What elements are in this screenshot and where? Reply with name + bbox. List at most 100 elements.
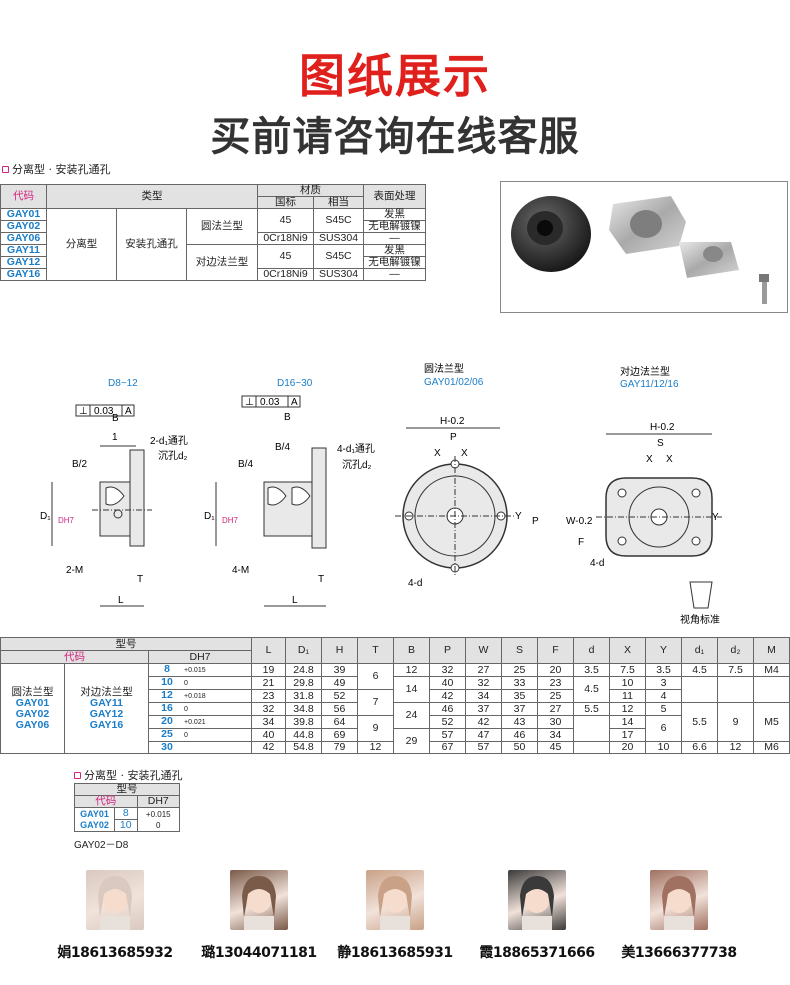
value-cell: 17: [609, 728, 646, 742]
value-cell: 5.5: [573, 702, 610, 716]
value-cell: [753, 676, 790, 703]
dim-label: 4-d: [408, 578, 422, 589]
drawing-d16-30: D16~30 ⊥ 0.03 A B B/4 4-d₁通孔 沉孔d₂ B/4 D₁…: [204, 378, 375, 607]
dh7-cell: 12+0.018: [148, 689, 252, 703]
header-equiv: 相当: [313, 196, 364, 209]
code-text: GAY11: [90, 696, 123, 709]
equiv-cell: SUS304: [313, 268, 364, 281]
dim-label: T: [318, 574, 324, 585]
square-marker-icon: [74, 771, 81, 779]
group-title: 圆法兰型: [11, 685, 54, 698]
dim-label: S: [657, 438, 664, 449]
section-label: 分离型 · 安装孔通孔: [2, 161, 111, 177]
steel-flange-part: [609, 196, 739, 278]
dim-label: B/4: [275, 442, 290, 453]
tolerance-value: 0.03: [94, 406, 114, 417]
tolerance-ref: A: [291, 397, 298, 408]
flange-round-cell: 圆法兰型: [186, 208, 258, 245]
dim-label: Y: [712, 512, 719, 523]
dim-label: B: [112, 413, 119, 424]
dim-label: D₁: [40, 511, 51, 522]
value-cell: 45: [537, 741, 574, 754]
product-photo: [500, 181, 788, 313]
code-text: GAY01: [80, 808, 109, 819]
value-cell: 11: [609, 689, 646, 703]
dim-label: T: [137, 574, 143, 585]
value-cell: 43: [501, 715, 538, 729]
value-cell: 35: [501, 689, 538, 703]
value-cell: [681, 676, 718, 703]
tol-text: +0.015: [145, 809, 171, 819]
value-cell: M6: [753, 741, 790, 754]
value-cell: 39.8: [285, 715, 322, 729]
value-cell: 4: [645, 689, 682, 703]
contact-phone: 璐13044071181: [201, 945, 317, 961]
value-cell: 39: [321, 663, 358, 677]
value-cell: 40: [429, 676, 466, 690]
dh7-value: 10: [161, 676, 173, 688]
header-col: d: [573, 637, 610, 664]
dh7-value: 8: [164, 663, 170, 675]
code-text: GAY02: [15, 707, 50, 720]
dim-label: 4-d: [590, 558, 604, 569]
header-col: B: [393, 637, 430, 664]
surface-cell: —: [363, 268, 426, 281]
tolerance-text: +0.021: [184, 719, 206, 726]
header-col: H: [321, 637, 358, 664]
value-cell: 5.5: [681, 702, 718, 742]
drawing-square-flange: 对边法兰型 GAY11/12/16 H-0.2 S X X Y W-0.2 F …: [566, 365, 722, 626]
code-text: GAY16: [89, 718, 124, 731]
dim-label: H-0.2: [440, 416, 465, 427]
surface-cell: 发黑: [363, 208, 426, 221]
page-subtitle: 买前请咨询在线客服: [210, 114, 580, 160]
square-marker-icon: [2, 165, 9, 173]
value-cell: 27: [465, 663, 502, 677]
code-cell: GAY02: [0, 220, 47, 233]
value-cell: 3.5: [573, 663, 610, 677]
header-col: T: [357, 637, 394, 664]
tolerance-text: 0: [184, 732, 188, 739]
code-cell: GAY01 GAY02: [74, 807, 115, 832]
header-national: 国标: [257, 196, 314, 209]
value-cell: 52: [429, 715, 466, 729]
value-cell: 57: [465, 741, 502, 754]
dim-label: 4-M: [232, 565, 249, 576]
value-cell: 6: [357, 663, 394, 690]
equiv-cell: S45C: [313, 208, 364, 233]
counterbore-note: 沉孔d₂: [342, 458, 372, 471]
value-cell: 7.5: [609, 663, 646, 677]
dim-label: D₁: [204, 511, 215, 522]
bolt-part: [759, 274, 769, 304]
avatar: [508, 870, 566, 930]
value-cell: 44.8: [285, 728, 322, 742]
value-cell: 6.6: [681, 741, 718, 754]
group-title: 对边法兰型: [80, 685, 133, 698]
black-flange-part: [511, 196, 591, 272]
tolerance-value: 0.03: [260, 397, 280, 408]
value-cell: 47: [465, 728, 502, 742]
tolerance-text: 0: [184, 706, 188, 713]
dim-label: F: [578, 537, 584, 548]
value-cell: 64: [321, 715, 358, 729]
value-cell: 31.8: [285, 689, 322, 703]
tolerance-symbol: ⊥: [245, 397, 254, 408]
view-standard-label: 视角标准: [680, 613, 720, 626]
avatar: [230, 870, 288, 930]
value-cell: 42: [251, 741, 286, 754]
code-text: GAY01: [15, 696, 50, 709]
value-cell: 42: [429, 689, 466, 703]
header-col: D₁: [285, 637, 322, 664]
value-cell: 37: [465, 702, 502, 716]
header-model: 型号: [0, 637, 252, 651]
value-cell: 25: [501, 663, 538, 677]
header-code: 代码: [0, 184, 47, 209]
header-col: M: [753, 637, 790, 664]
contact-card: 美13666377738: [604, 870, 754, 962]
section-label-text: 分离型 · 安装孔通孔: [84, 769, 183, 782]
header-col: d₁: [681, 637, 718, 664]
